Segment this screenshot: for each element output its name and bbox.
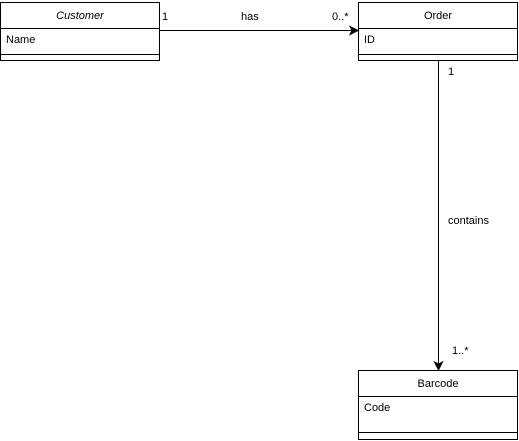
barcode-class-name: Barcode [359,371,517,397]
contains-association-arrowhead [433,360,444,372]
order-class-name: Order [359,3,517,29]
has-source-multiplicity: 1 [162,11,169,23]
has-target-multiplicity: 0..* [332,11,349,23]
order-operations-divider [359,54,517,59]
customer-class-name: Customer [1,3,159,29]
barcode-attribute-code: Code [364,402,391,414]
contains-source-multiplicity: 1 [448,66,455,78]
has-association-label: has [241,11,259,23]
has-association-arrowhead [348,25,360,36]
barcode-class-box[interactable]: Barcode Code [358,370,518,440]
order-class-box[interactable]: Order ID [358,2,518,61]
contains-association-label: contains [448,215,489,227]
contains-target-multiplicity: 1..* [452,345,469,357]
order-attribute-id: ID [364,34,375,46]
barcode-operations-divider [359,432,517,437]
customer-attribute-name: Name [6,34,36,46]
customer-operations-divider [1,54,159,59]
customer-class-box[interactable]: Customer Name [0,2,160,61]
